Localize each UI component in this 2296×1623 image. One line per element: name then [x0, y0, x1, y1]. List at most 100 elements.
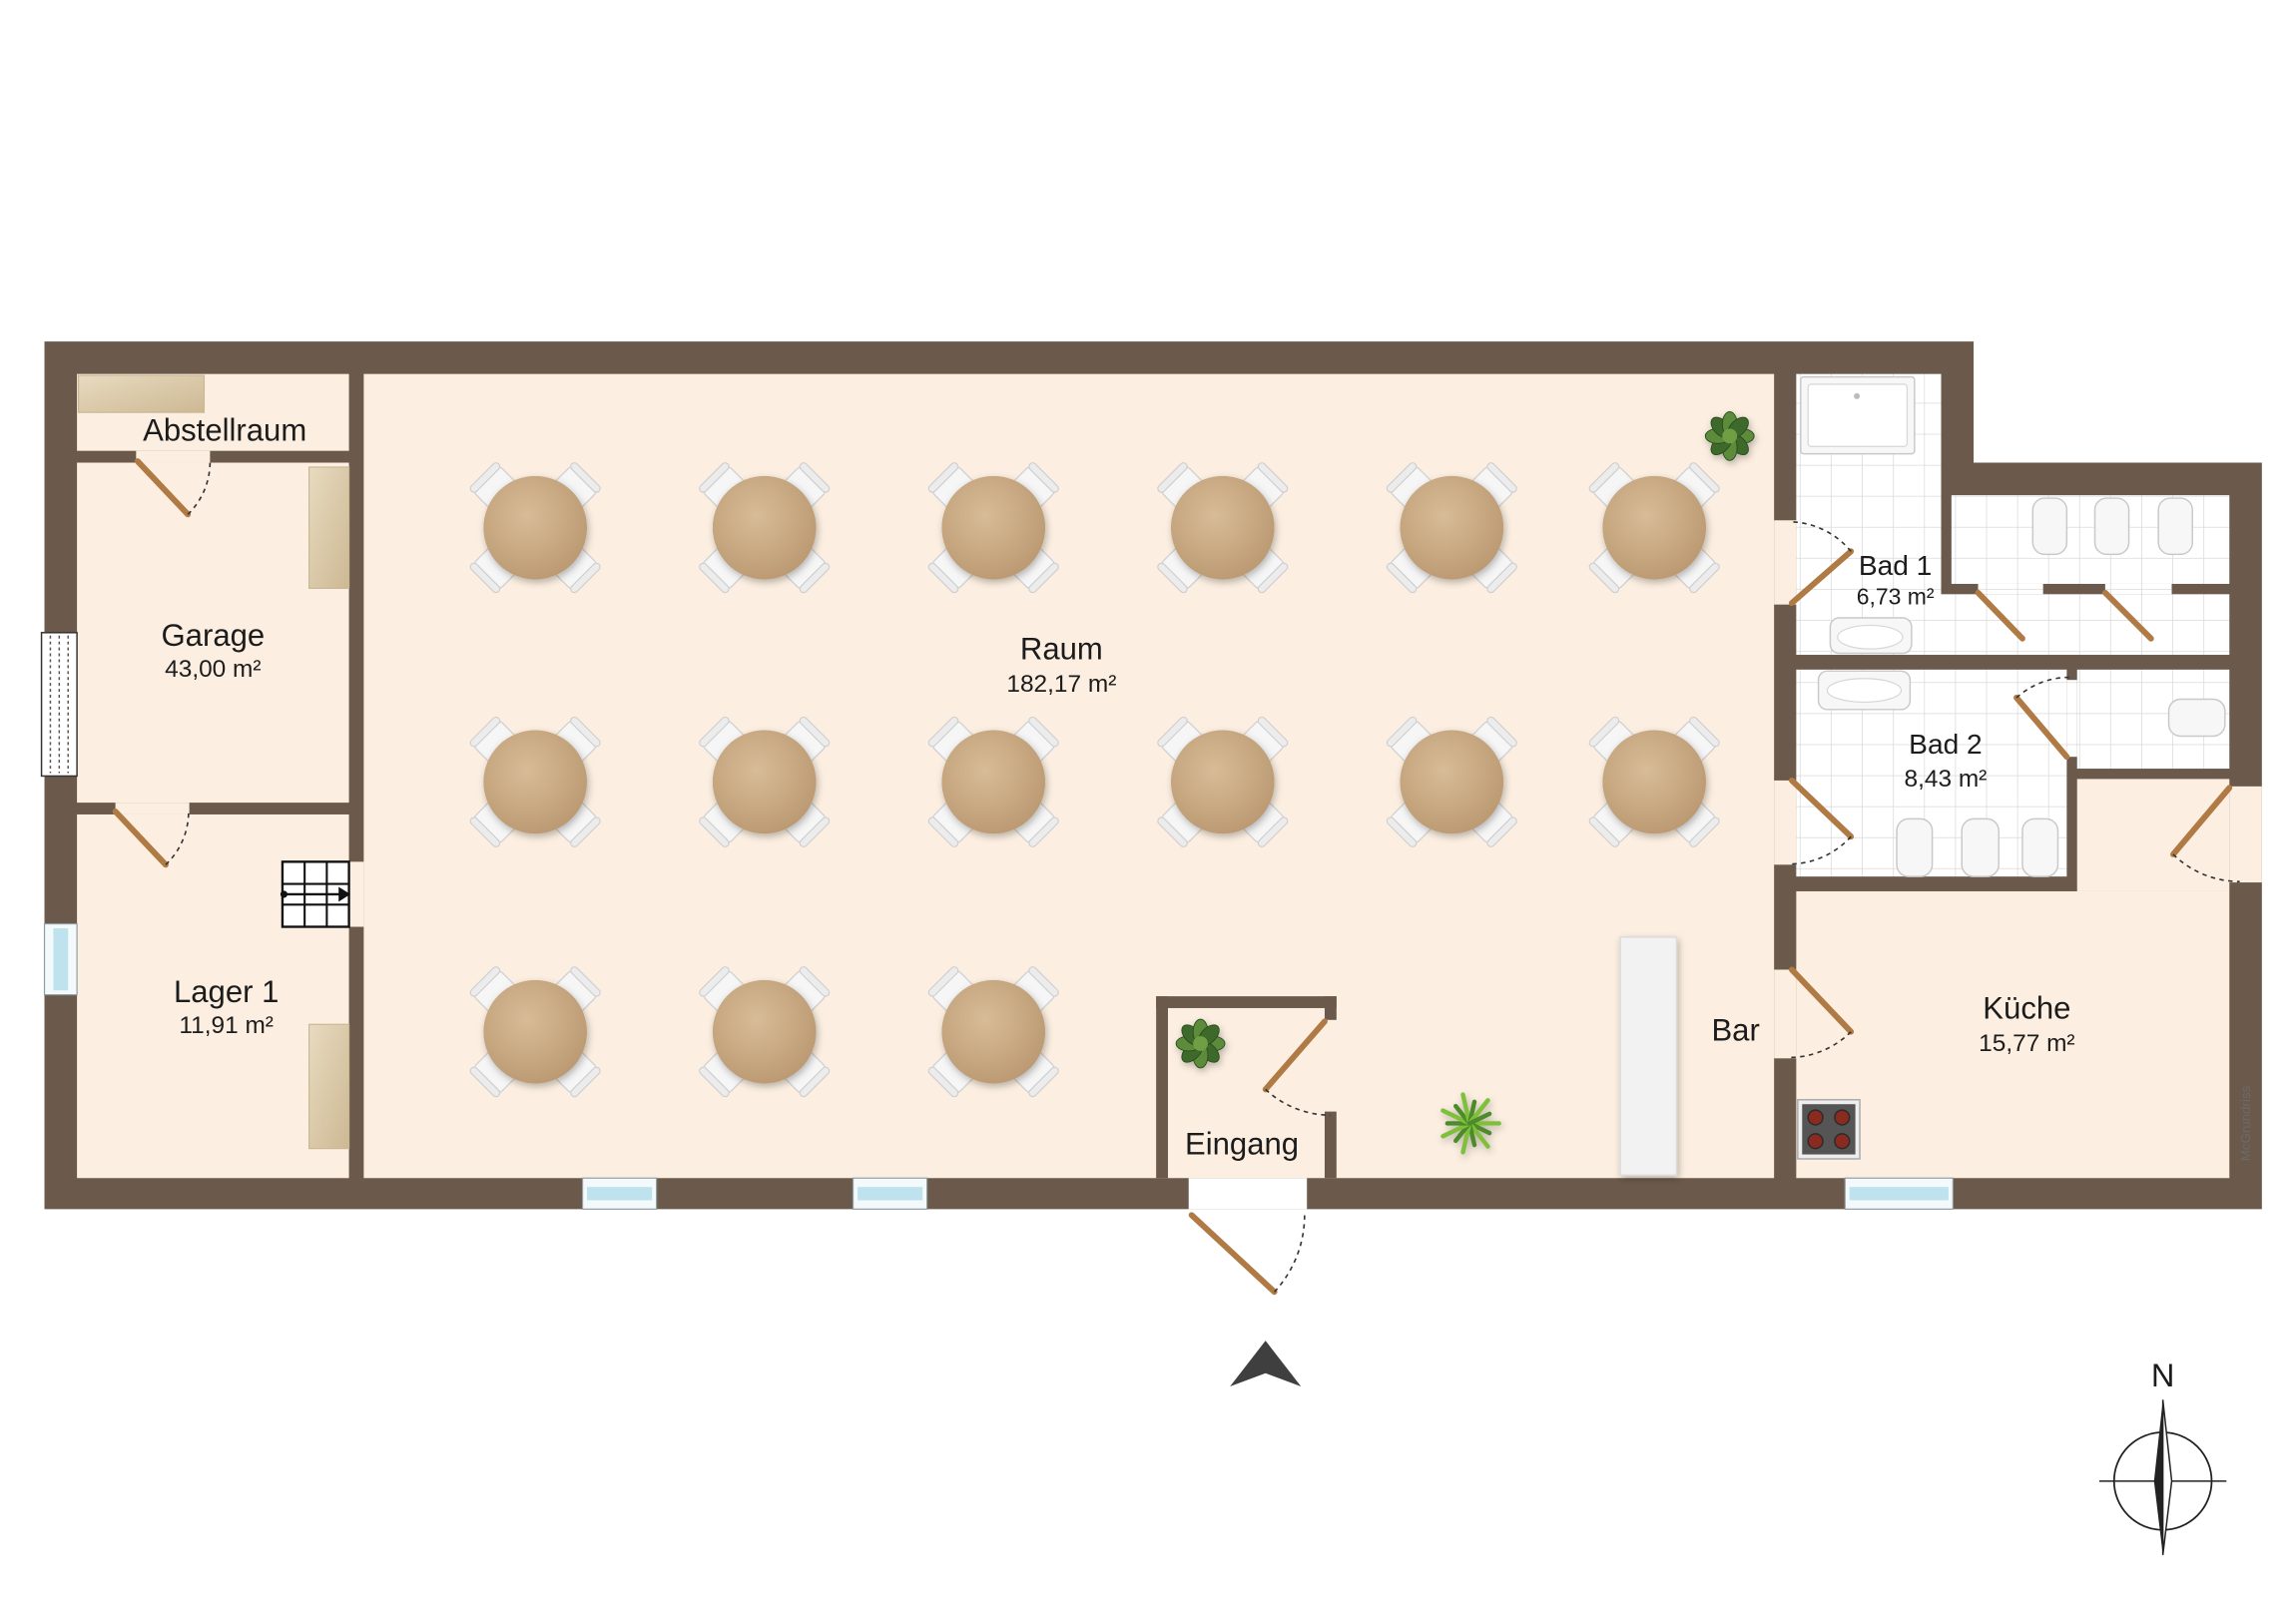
opening-bar-kueche	[1774, 969, 1797, 1059]
garage-door-frame	[40, 632, 78, 778]
chair-back	[570, 966, 601, 997]
toilet-icon	[2021, 817, 2059, 877]
room-area-lager-1: 11,91 m²	[179, 1012, 274, 1039]
chair-back	[1028, 562, 1059, 594]
chair-back	[469, 966, 501, 997]
plant-icon	[1704, 410, 1755, 461]
chair-back	[1028, 816, 1059, 847]
round-table	[1170, 730, 1275, 834]
table-set	[927, 462, 1059, 594]
toilet-icon	[2031, 497, 2068, 556]
door-swing-arc	[2172, 853, 2240, 883]
chair-back	[570, 1066, 601, 1098]
door-eingang-inner	[1262, 1018, 1331, 1116]
plant-center	[1193, 1036, 1208, 1051]
door-swing-arc	[1788, 520, 1852, 552]
chair-back	[699, 462, 730, 493]
stove-burner	[1807, 1133, 1824, 1150]
floor-garage	[77, 462, 349, 804]
stove-burner	[1807, 1109, 1824, 1126]
table-set	[699, 462, 831, 594]
room-name-bad-2: Bad 2	[1909, 729, 1982, 760]
plant-icon	[1175, 1018, 1226, 1069]
table-set	[927, 716, 1059, 847]
washbasin-bowl	[1826, 678, 1903, 704]
room-name-lager-1: Lager 1	[174, 974, 279, 1009]
opening-kueche-exterior	[2229, 786, 2262, 883]
chair-back	[799, 716, 831, 748]
chair-back	[1689, 462, 1720, 493]
chair-back	[1257, 716, 1289, 748]
chair-back	[1486, 462, 1517, 493]
window-glass	[587, 1187, 653, 1201]
round-table	[1400, 475, 1504, 580]
round-table	[1602, 730, 1707, 834]
chair-back	[469, 1066, 501, 1098]
raum-window-2	[852, 1177, 928, 1210]
stair-arrow-icon	[338, 886, 351, 902]
room-area-raum: 182,17 m²	[1006, 671, 1116, 698]
window-glass	[1849, 1187, 1949, 1201]
round-table	[712, 979, 817, 1084]
room-name-abstellraum: Abstellraum	[143, 412, 306, 447]
table-set	[469, 716, 601, 847]
toilet-icon	[2093, 497, 2130, 556]
room-name-bad-1: Bad 1	[1859, 550, 1932, 581]
room-name-garage: Garage	[162, 618, 266, 653]
opening-stall-1	[1978, 583, 2043, 595]
chair-back	[1486, 816, 1517, 847]
shelf-garage	[308, 466, 350, 589]
door-leaf	[112, 809, 169, 868]
round-table	[1400, 730, 1504, 834]
toilet-icon	[2157, 497, 2193, 556]
chair-back	[699, 562, 730, 594]
room-labels: Abstellraum Garage 43,00 m² Lager 1 11,9…	[143, 412, 2074, 1161]
opening-bad-2-stall	[2066, 680, 2077, 758]
shower-drain	[1854, 392, 1861, 399]
door-bar-kueche	[1788, 966, 1855, 1059]
door-bad-2	[1788, 777, 1855, 865]
chair-back	[927, 966, 959, 997]
shower-tray-inner	[1807, 383, 1909, 447]
chair-back	[469, 462, 501, 493]
door-swing-arc	[1265, 1088, 1331, 1116]
raum-window-1	[581, 1177, 658, 1210]
bad-1-washbasin	[1829, 617, 1913, 655]
chair-back	[1257, 462, 1289, 493]
room-name-kueche: Küche	[1983, 990, 2070, 1025]
opening-raum-bad-2	[1774, 780, 1797, 865]
round-table	[941, 730, 1046, 834]
table-set	[1588, 462, 1720, 594]
chair-back	[1028, 716, 1059, 748]
dining-tables	[469, 462, 1720, 1098]
opening-main-entrance	[1188, 1178, 1308, 1210]
chair-back	[1486, 716, 1517, 748]
door-stall-1	[1975, 589, 2025, 642]
chair-back	[1588, 562, 1620, 594]
chair-back	[1257, 562, 1289, 594]
door-swing-arc	[1788, 835, 1852, 865]
floor-kueche-nook	[2076, 779, 2230, 891]
round-table	[941, 475, 1046, 580]
chair-back	[570, 462, 601, 493]
garage-door-window	[40, 632, 78, 778]
chair-back	[927, 462, 959, 493]
chair-back	[1157, 562, 1188, 594]
wall-openings	[115, 450, 2262, 1210]
arrow-up-icon	[1230, 1341, 1302, 1387]
chair-back	[1028, 462, 1059, 493]
opening-raum-bad-1	[1774, 520, 1797, 605]
chair-back	[799, 816, 831, 847]
north-arrow-icon: N	[2098, 1357, 2227, 1555]
floor-kueche	[1796, 890, 2230, 1179]
chair-back	[469, 816, 501, 847]
stove-burner	[1834, 1109, 1851, 1126]
washbasin-bowl	[1837, 624, 1904, 650]
opening-stall-2	[2104, 583, 2172, 595]
chair-back	[1157, 816, 1188, 847]
eingang-wall-left	[1156, 996, 1168, 1179]
door-main-entrance	[1188, 1212, 1306, 1296]
room-area-garage: 43,00 m²	[165, 656, 261, 683]
door-leaf	[1788, 548, 1855, 607]
floor-raum	[363, 373, 1775, 1179]
